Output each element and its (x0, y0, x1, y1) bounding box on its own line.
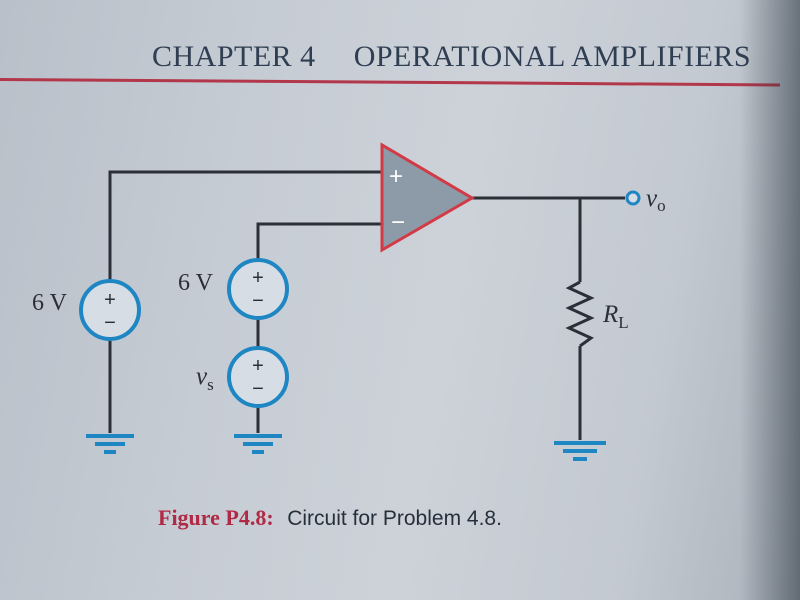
left-source-plus: + (104, 289, 116, 311)
output-label: vo (646, 185, 666, 215)
chapter-label: CHAPTER 4 (152, 40, 316, 73)
vs-source-circle (227, 346, 289, 408)
left-voltage-source: + − (79, 279, 141, 341)
middle-source-plus: + (252, 267, 264, 289)
vs-source-label: vs (196, 363, 214, 394)
vs-source-minus: − (252, 378, 264, 400)
output-label-subscript: o (657, 196, 666, 215)
vs-label-main: v (196, 363, 208, 390)
figure-description: Circuit for Problem 4.8. (287, 507, 502, 530)
left-source-minus: − (104, 312, 116, 334)
output-terminal (625, 190, 641, 206)
left-source-label: 6 V (32, 290, 68, 316)
middle-source-minus: − (252, 290, 264, 312)
load-label-subscript: L (618, 313, 628, 332)
left-source-circle (79, 279, 141, 341)
load-label: RL (602, 301, 629, 332)
ground-middle (234, 434, 282, 454)
opamp-plus-sign: + (389, 163, 403, 190)
ground-left (86, 434, 134, 454)
chapter-title: OPERATIONAL AMPLIFIERS (353, 40, 752, 73)
wire-left-to-plus (108, 170, 384, 280)
figure-number: Figure P4.8: (158, 505, 274, 530)
load-label-main: R (602, 301, 618, 328)
wire-mid-to-minus (256, 222, 384, 260)
middle-voltage-source: + − (227, 258, 289, 320)
output-label-main: v (646, 185, 658, 212)
page-header: CHAPTER 4 OPERATIONAL AMPLIFIERS (152, 40, 751, 74)
opamp-minus-sign: − (391, 209, 405, 236)
opamp-triangle (380, 142, 475, 253)
vs-source-plus: + (252, 355, 264, 377)
middle-source-circle (227, 258, 289, 320)
figure-caption: Figure P4.8: Circuit for Problem 4.8. (158, 505, 502, 531)
ground-right (554, 441, 606, 461)
wires (108, 170, 625, 440)
middle-source-label: 6 V (178, 270, 214, 296)
vs-label-subscript: s (207, 375, 214, 394)
load-resistor (565, 280, 595, 348)
vs-voltage-source: + − (227, 346, 289, 408)
